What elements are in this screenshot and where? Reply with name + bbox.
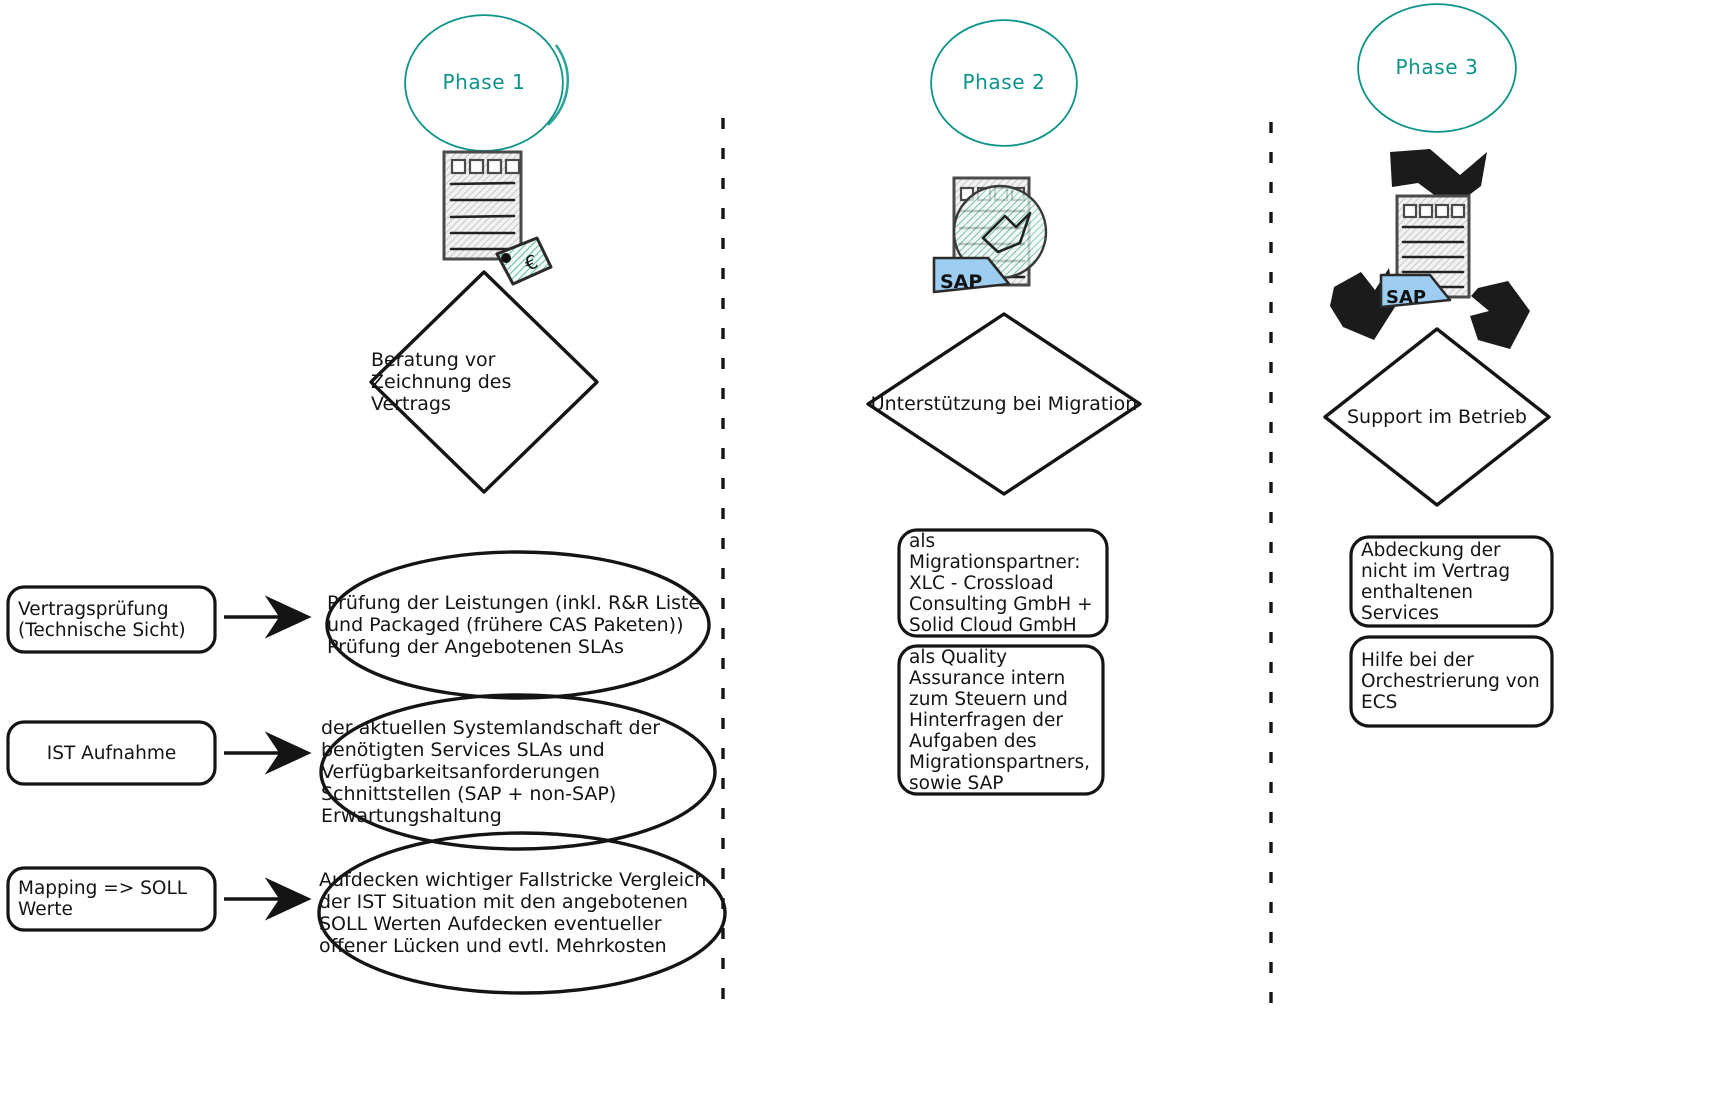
phase-3-bubble[interactable]: Phase 3 <box>1359 5 1515 131</box>
phase-2-bubble[interactable]: Phase 2 <box>932 21 1076 145</box>
box-vertragspruefung-label: Vertragsprüfung (Technische Sicht) <box>18 598 186 641</box>
sap-badge: SAP <box>1379 273 1452 309</box>
box-ist-aufnahme-label: IST Aufnahme <box>46 742 177 764</box>
ellipse-pruefung-leistungen-outline <box>325 550 711 700</box>
box-ist-aufnahme[interactable]: IST Aufnahme <box>8 722 215 784</box>
box-ist-aufnahme-outline <box>6 720 217 786</box>
box-migrationspartner-label: als Migrationspartner: XLC - Crossload C… <box>909 530 1093 636</box>
box-abdeckung-services[interactable]: Abdeckung der nicht im Vertrag enthalten… <box>1351 537 1552 626</box>
box-mapping-soll[interactable]: Mapping => SOLL Werte <box>8 868 215 930</box>
sap-document-search-icon: SAP <box>932 176 1048 294</box>
box-quality-assurance[interactable]: als Quality Assurance intern zum Steuern… <box>899 646 1103 794</box>
phase-2-label: Phase 2 <box>962 70 1046 95</box>
euro-price-tag: € <box>495 236 553 286</box>
box-migrationspartner-outline <box>897 528 1109 638</box>
diamond-phase-2-label: Unterstützung bei Migration <box>870 393 1138 415</box>
svg-text:SAP: SAP <box>1386 287 1426 308</box>
sap-badge: SAP <box>932 256 1011 294</box>
diamond-phase-1[interactable]: Beratung vor Zeichnung des Vertrags <box>371 272 597 492</box>
contract-price-tag-icon: € <box>442 150 553 286</box>
box-abdeckung-services-label: Abdeckung der nicht im Vertrag enthalten… <box>1361 539 1511 624</box>
box-vertragspruefung-outline <box>6 585 217 654</box>
svg-text:SAP: SAP <box>940 271 982 293</box>
ellipse-ist-details-outline <box>319 693 717 851</box>
ellipse-pruefung-leistungen[interactable]: Prüfung der Leistungen (inkl. R&R Liste … <box>327 552 709 698</box>
sap-recycle-support-icon: SAP <box>1330 149 1530 349</box>
box-quality-assurance-label: als Quality Assurance intern zum Steuern… <box>909 646 1091 794</box>
ellipse-pruefung-leistungen-label: Prüfung der Leistungen (inkl. R&R Liste … <box>327 592 701 658</box>
diamond-phase-3-label: Support im Betrieb <box>1347 406 1527 428</box>
box-hilfe-orchestrierung-label: Hilfe bei der Orchestrierung von ECS <box>1361 650 1540 713</box>
diamond-phase-1-outline <box>369 270 599 494</box>
box-migrationspartner[interactable]: als Migrationspartner: XLC - Crossload C… <box>899 530 1107 636</box>
ellipse-ist-details-label: der aktuellen Systemlandschaft der benöt… <box>321 717 661 827</box>
diamond-phase-1-label: Beratung vor Zeichnung des Vertrags <box>371 349 512 415</box>
diamond-phase-3[interactable]: Support im Betrieb <box>1325 329 1549 505</box>
ellipse-ist-details[interactable]: der aktuellen Systemlandschaft der benöt… <box>321 695 715 849</box>
ellipse-soll-vergleich-outline <box>317 831 727 995</box>
box-abdeckung-services-outline <box>1349 535 1554 628</box>
box-hilfe-orchestrierung[interactable]: Hilfe bei der Orchestrierung von ECS <box>1351 637 1552 726</box>
diamond-phase-2-outline <box>866 312 1142 496</box>
phase-1-label: Phase 1 <box>442 70 526 95</box>
box-vertragspruefung[interactable]: Vertragsprüfung (Technische Sicht) <box>8 587 215 652</box>
phase-3-label: Phase 3 <box>1395 55 1479 80</box>
box-mapping-soll-outline <box>6 866 217 932</box>
diamond-phase-3-outline <box>1323 327 1551 507</box>
diamond-phase-2[interactable]: Unterstützung bei Migration <box>868 314 1140 494</box>
ellipse-soll-vergleich[interactable]: Aufdecken wichtiger Fallstricke Vergleic… <box>319 833 725 993</box>
box-quality-assurance-outline <box>897 644 1105 796</box>
phase-1-bubble[interactable]: Phase 1 <box>406 16 562 150</box>
box-hilfe-orchestrierung-outline <box>1349 635 1554 728</box>
ellipse-soll-vergleich-label: Aufdecken wichtiger Fallstricke Vergleic… <box>319 869 707 957</box>
box-mapping-soll-label: Mapping => SOLL Werte <box>18 878 188 920</box>
